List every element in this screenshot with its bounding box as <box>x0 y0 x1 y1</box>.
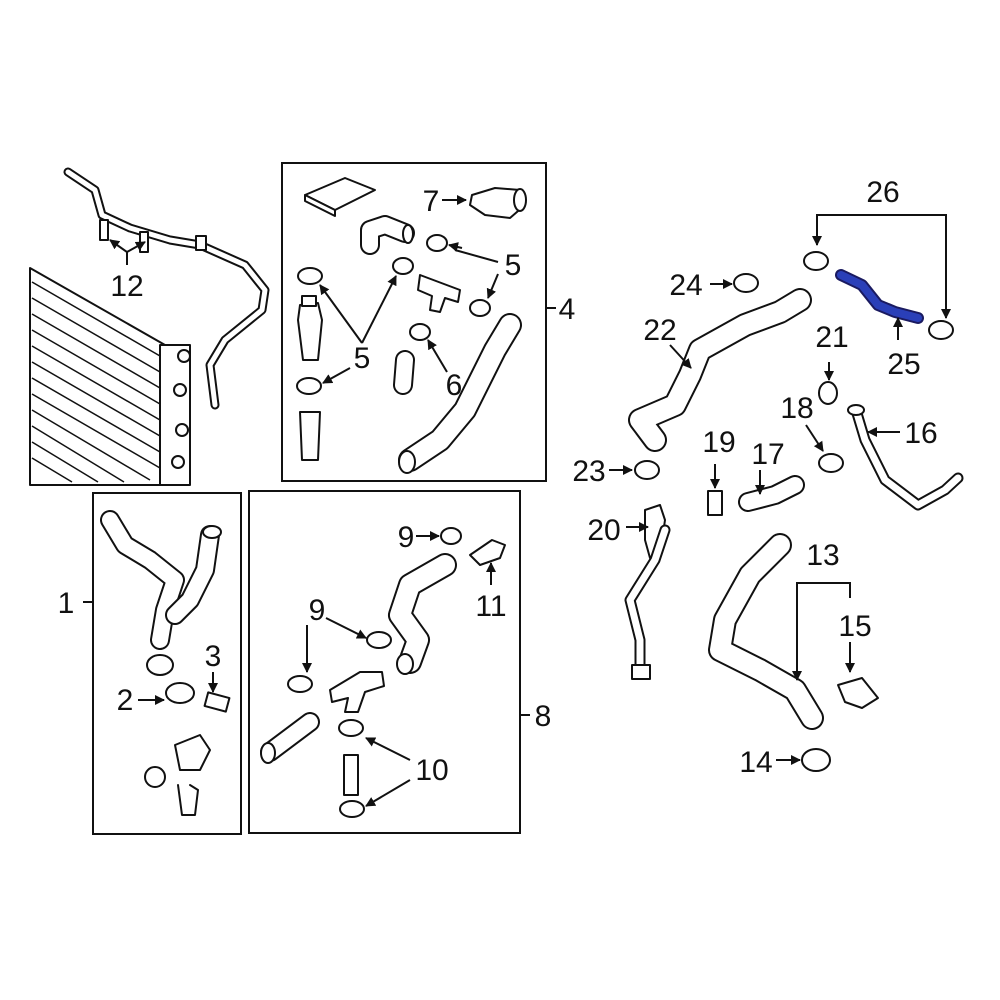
callout-8: 8 <box>535 700 552 733</box>
callout-20: 20 <box>587 514 620 547</box>
group-box-4 <box>281 162 547 482</box>
callout-5-right: 5 <box>505 249 522 282</box>
callout-5-center: 5 <box>354 342 371 375</box>
callout-15: 15 <box>838 610 871 643</box>
callout-7: 7 <box>423 185 440 218</box>
callout-13: 13 <box>806 539 839 572</box>
part-14-clamp <box>801 748 831 772</box>
part-15-bracket <box>837 677 879 709</box>
callout-23: 23 <box>572 455 605 488</box>
leader-lines <box>83 195 951 807</box>
callout-25: 25 <box>887 348 920 381</box>
part-26-clamp-left <box>803 251 829 271</box>
callout-1: 1 <box>58 587 75 620</box>
callout-16: 16 <box>904 417 937 450</box>
callout-11: 11 <box>475 590 506 623</box>
group-1-parts <box>100 510 231 816</box>
part-26-clamp-right <box>928 320 954 340</box>
part-25-hose-highlighted <box>835 269 924 324</box>
callout-12: 12 <box>110 270 143 303</box>
callout-19: 19 <box>702 426 735 459</box>
group-8-parts <box>260 527 506 818</box>
group-4-parts <box>296 177 527 474</box>
callout-4: 4 <box>559 293 576 326</box>
callout-3: 3 <box>205 640 222 673</box>
callout-labels: 1 2 3 4 5 5 6 7 8 9 9 10 11 12 13 14 15 … <box>58 176 938 787</box>
callout-6: 6 <box>446 369 463 402</box>
callout-14: 14 <box>739 746 772 779</box>
radiator <box>29 267 191 486</box>
callout-10: 10 <box>415 754 448 787</box>
callout-18: 18 <box>780 392 813 425</box>
part-16-pipe <box>847 404 964 511</box>
part-19-clip <box>707 490 723 516</box>
part-20-pipe <box>624 504 671 680</box>
group-box-8 <box>248 490 521 834</box>
callout-21: 21 <box>815 321 848 354</box>
callout-9-top: 9 <box>398 521 415 554</box>
part-22-hose <box>628 288 812 452</box>
part-21-o-ring <box>818 381 838 405</box>
part-24-clamp <box>733 273 759 293</box>
part-13-hose <box>708 533 824 730</box>
callout-17: 17 <box>751 438 784 471</box>
part-23-clamp <box>634 460 660 480</box>
group-box-1 <box>92 492 242 835</box>
callout-2: 2 <box>117 684 134 717</box>
callout-24: 24 <box>669 269 702 302</box>
part-17-hose <box>738 475 805 512</box>
callout-22: 22 <box>643 314 676 347</box>
callout-9-lower: 9 <box>309 594 326 627</box>
part-18-clamp <box>818 453 844 473</box>
callout-26: 26 <box>866 176 899 209</box>
